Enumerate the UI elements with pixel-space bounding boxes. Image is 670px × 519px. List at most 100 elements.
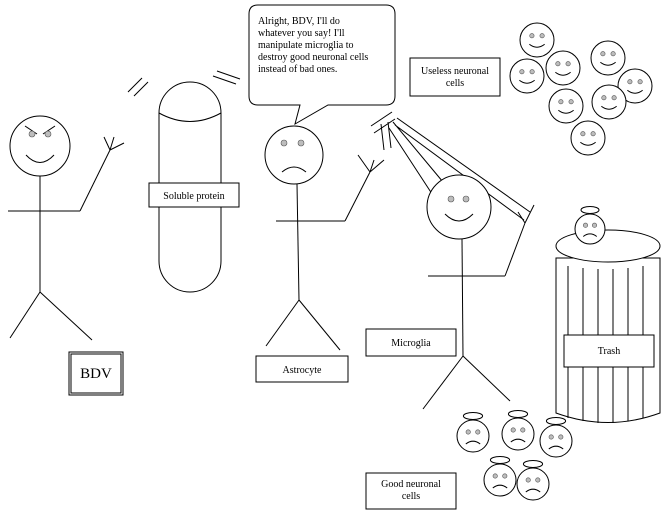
- useless-neuronal-cell: [617, 68, 653, 104]
- eye-left: [555, 61, 561, 67]
- smile: [519, 79, 535, 84]
- useless-neuronal-cell: [590, 40, 626, 76]
- frown: [510, 438, 526, 443]
- microglia-body: [461, 238, 464, 357]
- bdv-smile: [25, 154, 55, 163]
- useless-neuronal-cell: [548, 88, 584, 124]
- angel-face: [574, 206, 606, 245]
- trash-can-rim: [555, 229, 661, 263]
- face-outline: [545, 50, 581, 86]
- microglia-raised-arm: [504, 222, 526, 277]
- speech-line-2: whatever you say! I'll: [258, 28, 345, 39]
- eye-left: [601, 95, 607, 101]
- smile: [600, 61, 616, 66]
- face-outline: [590, 40, 626, 76]
- useless-neuronal-cell: [570, 120, 606, 156]
- frown: [582, 233, 598, 237]
- halo: [545, 417, 567, 425]
- bdv-head: [9, 115, 71, 177]
- face-outline: [617, 68, 653, 104]
- eye-left: [627, 79, 633, 85]
- astrocyte-leg-left: [265, 299, 300, 347]
- frown: [492, 484, 508, 489]
- smile: [627, 89, 643, 94]
- useless-neuronal-cell: [519, 22, 555, 58]
- eye-left: [519, 69, 525, 75]
- eye-left: [548, 434, 554, 440]
- smile: [529, 43, 545, 48]
- face-outline: [574, 213, 606, 245]
- bdv-label-box: BDV: [68, 351, 124, 396]
- eye-left: [465, 429, 471, 435]
- speech-line-4: destroy good neuronal cells: [258, 52, 368, 63]
- face-outline: [539, 424, 573, 458]
- speech-bubble: Alright, BDV, I'll do whatever you say! …: [248, 4, 396, 126]
- good-cells-label-line-2: cells: [402, 491, 420, 502]
- useless-cells-group: [509, 22, 653, 156]
- angel-face-on-trash: [574, 206, 606, 245]
- astrocyte-label: Astrocyte: [283, 365, 322, 376]
- face-outline: [516, 467, 550, 501]
- smile: [555, 71, 571, 76]
- eye-right: [502, 473, 508, 479]
- good-neuronal-cell: [501, 410, 535, 451]
- eye-right: [558, 434, 564, 440]
- bdv-hand: [103, 136, 125, 151]
- useless-neuronal-cell: [509, 58, 545, 94]
- astrocyte-eye-right: [297, 139, 305, 147]
- eye-left: [600, 51, 606, 57]
- face-outline: [509, 58, 545, 94]
- microglia-eye-left: [447, 195, 455, 203]
- eye-right: [529, 69, 535, 75]
- astrocyte-head: [264, 125, 324, 185]
- frown: [525, 488, 541, 493]
- bdv-raised-arm: [79, 149, 111, 212]
- speech-bubble-shape: [248, 4, 396, 126]
- good-neuronal-cell: [539, 417, 573, 458]
- bdv-leg-right: [39, 291, 93, 341]
- bdv-eye-right: [44, 130, 52, 138]
- eye-right: [535, 477, 541, 483]
- eye-left: [510, 427, 516, 433]
- good-cells-label-box: Good neuronal cells: [365, 472, 457, 510]
- bdv-label: BDV: [80, 366, 112, 382]
- eye-right: [591, 222, 597, 228]
- astrocyte-raised-arm: [344, 171, 371, 222]
- bdv-leg-left: [9, 291, 41, 339]
- good-neuronal-cell: [483, 456, 517, 497]
- eye-right: [610, 51, 616, 57]
- useless-cells-label-line-2: cells: [446, 78, 464, 89]
- microglia-label-box: Microglia: [365, 328, 457, 357]
- useless-cells-label-line-1: Useless neuronal: [421, 66, 489, 77]
- useless-neuronal-cell: [545, 50, 581, 86]
- astrocyte-body: [296, 183, 300, 301]
- bdv-eye-left: [28, 130, 36, 138]
- capsule-rim: [158, 112, 222, 122]
- face-outline: [570, 120, 606, 156]
- eye-left: [492, 473, 498, 479]
- eye-left: [582, 222, 588, 228]
- smile: [558, 109, 574, 114]
- halo: [507, 410, 529, 418]
- astrocyte-figure: [264, 125, 385, 351]
- trash-label: Trash: [598, 346, 620, 357]
- frown: [548, 445, 564, 450]
- smile: [601, 105, 617, 110]
- eye-right: [539, 33, 545, 39]
- soluble-protein-label: Soluble protein: [163, 191, 224, 202]
- trash-label-box: Trash: [563, 334, 655, 368]
- astrocyte-label-box: Astrocyte: [255, 355, 349, 383]
- microglia-eye-right: [462, 195, 470, 203]
- good-cells-label-line-1: Good neuronal: [381, 479, 441, 490]
- microglia-hand: [517, 204, 535, 224]
- smile: [580, 141, 596, 146]
- astrocyte-frown: [281, 166, 307, 173]
- soluble-protein-label-box: Soluble protein: [148, 182, 240, 208]
- eye-right: [590, 131, 596, 137]
- face-outline: [519, 22, 555, 58]
- trash-can: [555, 229, 661, 423]
- face-outline: [456, 419, 490, 453]
- face-outline: [483, 463, 517, 497]
- eye-right: [568, 99, 574, 105]
